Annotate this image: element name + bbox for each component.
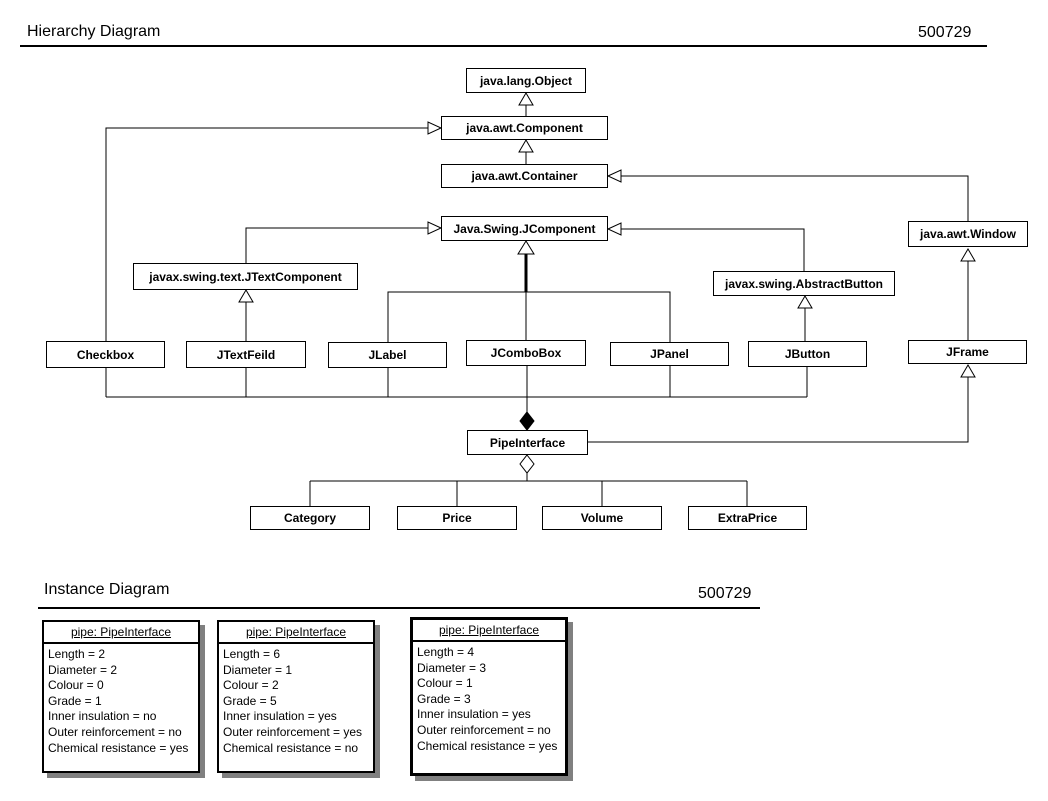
instance-attr: Outer reinforcement = no xyxy=(417,722,551,737)
class-box-checkbox: Checkbox xyxy=(46,341,165,368)
class-box-java-awt-window: java.awt.Window xyxy=(908,221,1028,247)
instance-attr: Grade = 3 xyxy=(417,691,471,706)
instance-attr: Chemical resistance = yes xyxy=(417,738,558,753)
class-box-jtextfeild: JTextFeild xyxy=(186,341,306,368)
class-box-extraprice: ExtraPrice xyxy=(688,506,807,530)
instance-box-3-header: pipe: PipeInterface xyxy=(413,620,565,642)
instance-attr: Outer reinforcement = yes xyxy=(223,724,363,739)
edge-jframe-extends-window xyxy=(960,248,976,340)
instance-box-2: pipe: PipeInterface Length = 6 Diameter … xyxy=(217,620,375,773)
class-box-pipeinterface: PipeInterface xyxy=(467,430,588,455)
class-box-jtextcomponent: javax.swing.text.JTextComponent xyxy=(133,263,358,290)
instance-attr: Inner insulation = yes xyxy=(417,707,531,722)
hierarchy-section-id: 500729 xyxy=(918,24,972,41)
instance-box-2-header: pipe: PipeInterface xyxy=(219,622,373,644)
instance-attr: Length = 4 xyxy=(417,645,475,659)
instance-attr: Colour = 0 xyxy=(48,678,104,693)
instance-attr: Chemical resistance = yes xyxy=(48,740,189,755)
aggregation-diamond xyxy=(519,454,535,474)
class-box-jframe: JFrame xyxy=(908,340,1027,364)
class-box-jpanel: JPanel xyxy=(610,342,729,366)
edge-component-extends-object xyxy=(518,92,534,116)
class-box-jcomponent: Java.Swing.JComponent xyxy=(441,216,608,241)
hierarchy-header-rule xyxy=(20,45,987,47)
class-box-jlabel: JLabel xyxy=(328,342,447,368)
edge-checkbox-extends-component xyxy=(105,121,443,341)
class-box-jcombobox: JComboBox xyxy=(466,340,586,366)
bus-aggregation-parts xyxy=(309,473,748,506)
instance-attr: Diameter = 3 xyxy=(417,660,487,675)
edge-jtextcomponent-extends-jcomponent xyxy=(245,221,443,263)
class-box-java-awt-container: java.awt.Container xyxy=(441,164,608,188)
edge-swing-children-extend-jcomponent xyxy=(517,240,535,340)
instance-attr: Inner insulation = yes xyxy=(223,709,337,724)
instance-attr: Outer reinforcement = no xyxy=(48,724,182,739)
instance-attr: Chemical resistance = no xyxy=(223,740,359,755)
edge-pipeinterface-extends-jframe xyxy=(588,364,976,443)
instance-box-1-header: pipe: PipeInterface xyxy=(44,622,198,644)
instance-attr: Length = 6 xyxy=(223,647,281,661)
hierarchy-section-title: Hierarchy Diagram xyxy=(27,23,161,40)
class-box-volume: Volume xyxy=(542,506,662,530)
class-box-java-lang-object: java.lang.Object xyxy=(466,68,586,93)
class-box-jbutton: JButton xyxy=(748,341,867,367)
instance-attr: Colour = 1 xyxy=(417,676,473,691)
instance-attr: Grade = 1 xyxy=(48,693,102,708)
instance-attr: Grade = 5 xyxy=(223,693,277,708)
instance-attr: Diameter = 1 xyxy=(223,662,293,677)
instance-box-3: pipe: PipeInterface Length = 4 Diameter … xyxy=(410,617,568,776)
instance-section-title: Instance Diagram xyxy=(44,581,170,598)
composition-diamond xyxy=(519,411,535,431)
class-box-abstractbutton: javax.swing.AbstractButton xyxy=(713,271,895,296)
class-box-java-awt-component: java.awt.Component xyxy=(441,116,608,140)
instance-section-id: 500729 xyxy=(698,585,752,602)
edge-jbutton-extends-abstractbutton xyxy=(797,295,813,341)
class-box-category: Category xyxy=(250,506,370,530)
instance-header-rule xyxy=(38,607,760,609)
bus-composition-widgets xyxy=(105,366,808,413)
bus-jcomponent-children xyxy=(387,291,671,342)
edge-window-extends-container xyxy=(606,169,969,221)
instance-box-1: pipe: PipeInterface Length = 2 Diameter … xyxy=(42,620,200,773)
instance-attr: Diameter = 2 xyxy=(48,662,118,677)
edge-abstractbutton-extends-jcomponent xyxy=(606,222,805,271)
instance-attr: Colour = 2 xyxy=(223,678,279,693)
edge-jtextfeild-extends-jtextcomponent xyxy=(238,289,254,341)
edge-container-extends-component xyxy=(518,139,534,164)
class-box-price: Price xyxy=(397,506,517,530)
instance-attr: Inner insulation = no xyxy=(48,709,157,724)
instance-attr: Length = 2 xyxy=(48,647,106,661)
